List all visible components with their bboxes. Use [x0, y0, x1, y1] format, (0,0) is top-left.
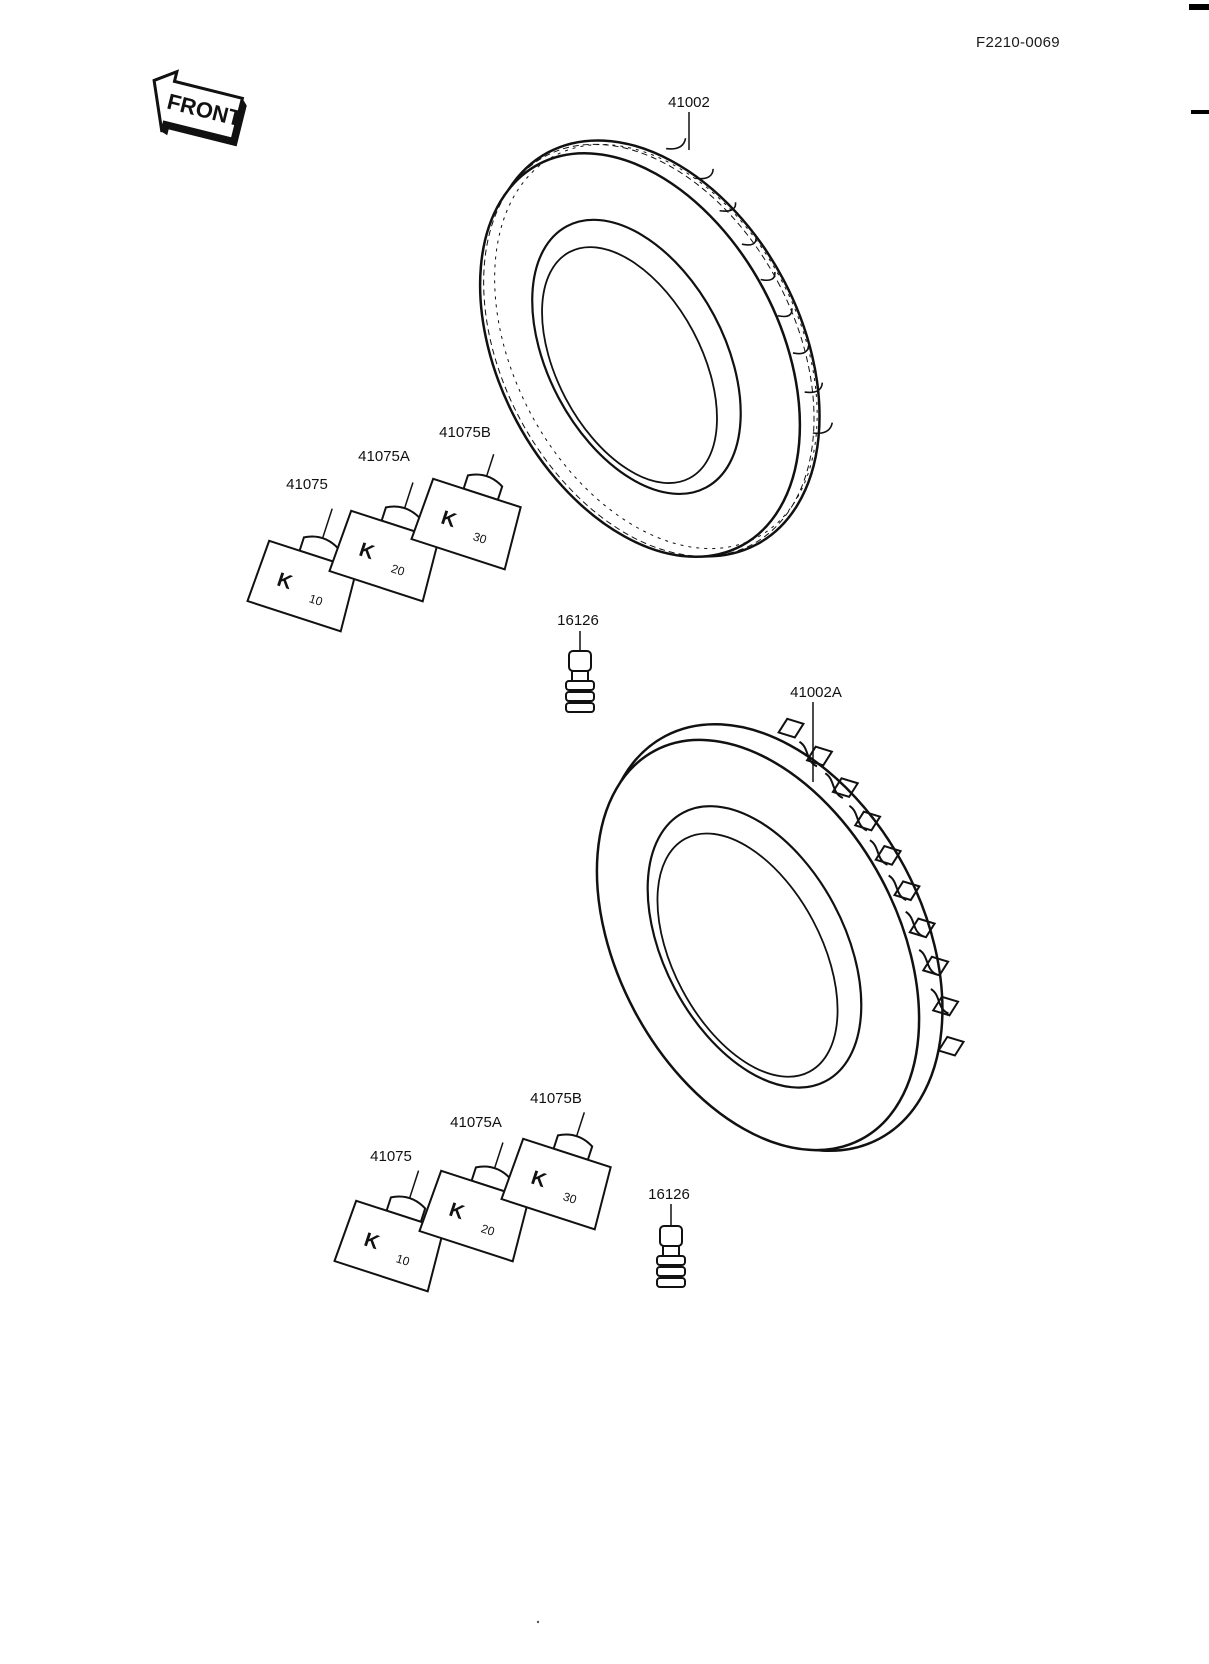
- balance-weight-icon: K 10: [246, 508, 358, 633]
- weight-marking: 30: [471, 529, 488, 547]
- balance-weight-icon: K 30: [500, 1112, 612, 1231]
- part-label-valve-2: 16126: [648, 1186, 690, 1203]
- balance-weight-icon: K 10: [333, 1170, 445, 1293]
- weight-marking: 20: [479, 1221, 496, 1239]
- tire-41002: [478, 138, 834, 558]
- edge-mark-top: [1189, 4, 1209, 10]
- front-arrow-icon: FRONT: [152, 69, 247, 147]
- part-label-weight-2: 41075A: [358, 448, 410, 465]
- balance-weight-icon: K 20: [328, 482, 440, 603]
- balance-weight-icon: K 20: [418, 1142, 530, 1263]
- weight-marking: 10: [394, 1251, 411, 1269]
- part-label-weight-3: 41075B: [439, 424, 491, 441]
- speck: [536, 1620, 540, 1624]
- part-label-weight-1: 41075: [286, 476, 328, 493]
- document-code: F2210-0069: [976, 34, 1060, 51]
- part-label-tire-1: 41002: [668, 94, 710, 111]
- edge-mark-middle: [1191, 110, 1209, 114]
- part-label-weight-6: 41075B: [530, 1090, 582, 1107]
- weight-marking: 10: [307, 591, 324, 609]
- valve-stem-icon: [656, 1204, 686, 1288]
- valve-stem-icon: [565, 631, 595, 713]
- weight-marking: 30: [561, 1189, 578, 1207]
- weight-marking: 20: [389, 561, 406, 579]
- part-label-weight-4: 41075: [370, 1148, 412, 1165]
- balance-weight-icon: K 30: [410, 454, 522, 571]
- part-label-valve-1: 16126: [557, 612, 599, 629]
- part-label-weight-5: 41075A: [450, 1114, 502, 1131]
- tire-41002A: [595, 717, 966, 1153]
- part-label-tire-2: 41002A: [790, 684, 842, 701]
